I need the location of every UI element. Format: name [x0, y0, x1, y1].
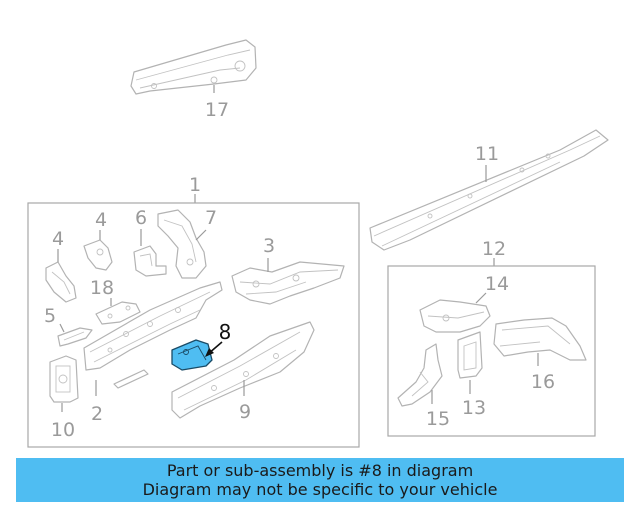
callout-1[interactable]: 1 — [189, 174, 201, 196]
part-16-drawing[interactable] — [493, 317, 587, 361]
part-14-drawing[interactable] — [419, 299, 491, 333]
callout-4-left[interactable]: 4 — [52, 228, 64, 250]
callout-16[interactable]: 16 — [531, 371, 555, 393]
callout-14[interactable]: 14 — [485, 273, 509, 295]
callout-2[interactable]: 2 — [91, 403, 103, 425]
part-7-drawing[interactable] — [157, 209, 207, 279]
banner-line-1: Part or sub-assembly is #8 in diagram — [166, 461, 474, 480]
part-2-drawing[interactable] — [83, 281, 223, 371]
leader-5 — [59, 323, 65, 333]
part-5-drawing[interactable] — [57, 327, 93, 347]
callout-9[interactable]: 9 — [239, 401, 251, 423]
part-6-drawing[interactable] — [133, 245, 167, 277]
banner-line-2: Diagram may not be specific to your vehi… — [142, 480, 498, 499]
part-10-drawing[interactable] — [49, 355, 79, 403]
part-18-drawing[interactable] — [95, 301, 141, 325]
callout-3[interactable]: 3 — [263, 235, 275, 257]
callout-11[interactable]: 11 — [475, 143, 499, 165]
leader-7 — [195, 229, 207, 241]
callout-4-center[interactable]: 4 — [95, 209, 107, 231]
part-2-strip — [113, 369, 149, 389]
leader-14 — [475, 292, 487, 304]
callout-15[interactable]: 15 — [426, 408, 450, 430]
leader-8-arrowhead — [205, 348, 214, 357]
part-3-drawing[interactable] — [231, 261, 345, 305]
part-13-drawing[interactable] — [457, 331, 483, 379]
part-15-drawing[interactable] — [397, 343, 443, 407]
part-4-center-drawing[interactable] — [83, 239, 113, 271]
part-9-drawing[interactable] — [171, 321, 315, 419]
callout-6[interactable]: 6 — [135, 207, 147, 229]
callout-10[interactable]: 10 — [51, 419, 75, 441]
group-box-1 — [27, 202, 360, 448]
callout-7[interactable]: 7 — [205, 207, 217, 229]
group-box-12 — [387, 265, 596, 437]
callout-8[interactable]: 8 — [219, 320, 232, 344]
callout-17[interactable]: 17 — [205, 99, 229, 121]
callout-18[interactable]: 18 — [90, 277, 114, 299]
part-17-drawing[interactable] — [130, 39, 257, 95]
part-11-drawing[interactable] — [369, 129, 609, 251]
callout-5[interactable]: 5 — [44, 305, 56, 327]
part-8-highlighted[interactable] — [171, 339, 213, 371]
callout-13[interactable]: 13 — [462, 397, 486, 419]
info-banner: Part or sub-assembly is #8 in diagram Di… — [16, 458, 624, 502]
callout-12[interactable]: 12 — [482, 238, 506, 260]
part-4-left-drawing[interactable] — [45, 261, 77, 303]
